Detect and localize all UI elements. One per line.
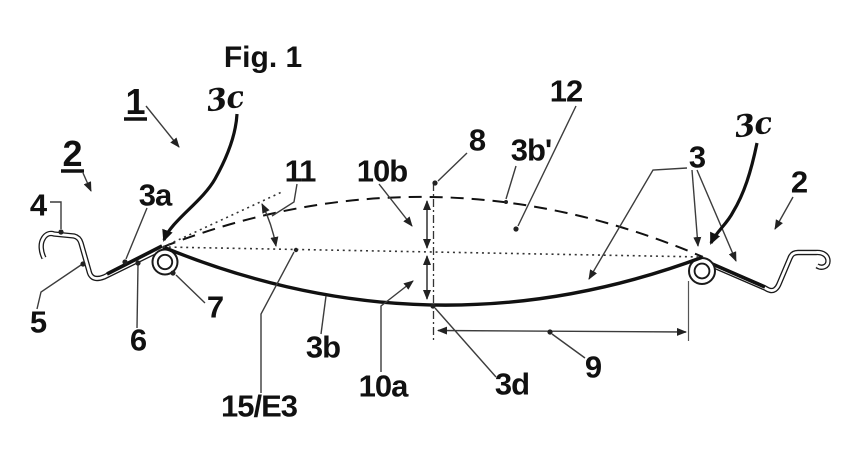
ref-label-10a: 10a: [358, 368, 409, 404]
dim-9-arrow: [437, 326, 687, 336]
ref-label-7: 7: [206, 289, 224, 325]
ref-label-2-right: 2: [790, 164, 808, 200]
left-end-hook: [38, 230, 165, 282]
left-coil: [151, 248, 179, 276]
leader-2-right: [774, 196, 794, 230]
figure-title: Fig. 1: [223, 41, 303, 74]
ref-label-3: 3: [688, 139, 706, 175]
leader-3-c: [696, 169, 737, 262]
ref-label-5: 5: [29, 304, 47, 340]
leader-12: [517, 105, 577, 227]
leader-2-left: [82, 172, 92, 192]
leader-10b: [378, 183, 413, 227]
ref-label-3b: 3b: [305, 329, 341, 365]
ref-label-3c-left: 3c: [204, 79, 246, 120]
ref-label-3d: 3d: [494, 366, 530, 402]
ref-label-1: 1: [125, 81, 145, 122]
leader-3b: [320, 295, 327, 335]
leader-4: [50, 201, 62, 229]
leader-5: [36, 264, 82, 310]
ref-label-4: 4: [29, 187, 47, 223]
ref-label-12: 12: [549, 73, 583, 109]
leader-3a: [125, 207, 148, 260]
band-3c-left-curve: [162, 113, 239, 242]
reference-dots: [58, 180, 553, 335]
ref-label-3b-prime: 3b': [510, 132, 553, 168]
leader-8: [437, 152, 468, 182]
band-3c-right-curve: [709, 142, 759, 245]
leader-3b-prime: [505, 165, 517, 200]
leader-3-a: [588, 167, 688, 280]
leader-lines: [36, 105, 794, 393]
leader-10a: [380, 280, 414, 372]
leader-11: [271, 183, 298, 217]
left-clamp-line: [106, 244, 163, 276]
leader-3d: [434, 307, 497, 378]
right-end-hook: [712, 249, 831, 294]
leader-7: [175, 274, 206, 304]
leader-3-b: [691, 169, 702, 247]
leaf-spring-dashed-curve: [162, 195, 704, 258]
angle-11-arrow: [261, 203, 279, 247]
ref-label-6: 6: [129, 322, 147, 358]
ref-label-15-e3: 15/E3: [220, 388, 298, 424]
ref-label-11: 11: [284, 153, 317, 189]
leader-6: [136, 264, 139, 329]
leader-9: [551, 333, 586, 359]
ref-label-3c-right: 3c: [732, 105, 774, 146]
ref-label-9: 9: [584, 349, 602, 385]
ref-label-3a: 3a: [138, 177, 172, 213]
leader-1: [145, 105, 180, 148]
leader-15-e3: [260, 251, 295, 393]
ref-label-2-left: 2: [62, 133, 82, 174]
ref-label-8: 8: [468, 122, 486, 158]
tangent-dotted-line: [162, 190, 285, 248]
ref-label-10b: 10b: [356, 153, 408, 189]
right-clamp-line: [709, 261, 766, 289]
